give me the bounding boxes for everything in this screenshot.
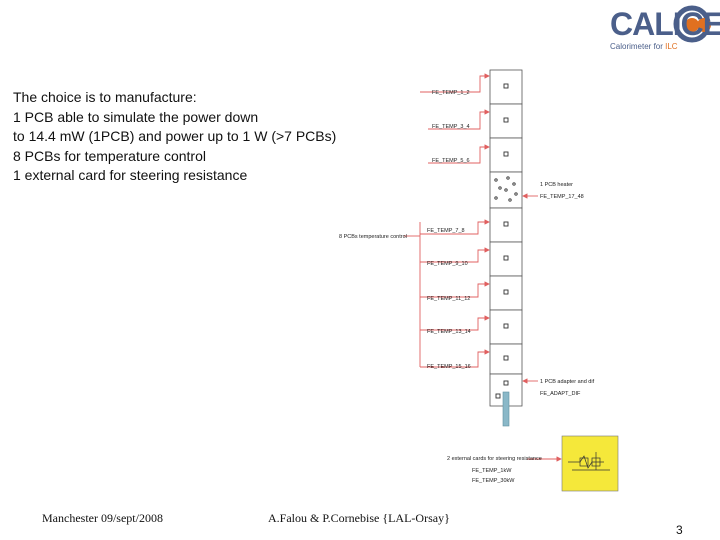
pcb-box — [489, 241, 523, 277]
pcb-label: FE_TEMP_15_16 — [427, 364, 471, 370]
group-label: 8 PCBs temperature control — [339, 234, 407, 240]
body-line: The choice is to manufacture: — [13, 89, 197, 105]
external-name: FE_TEMP_1kW — [472, 468, 512, 474]
heater-label: 1 PCB heater — [540, 182, 573, 188]
pcb-label: FE_TEMP_3_4 — [432, 124, 470, 130]
body-line: 1 PCB able to simulate the power down — [13, 108, 259, 125]
connector-icons — [494, 83, 518, 399]
pcb-label: FE_TEMP_9_10 — [427, 261, 468, 267]
external-label: 2 external cards for steering resistance — [447, 456, 542, 462]
logo-subtitle-ilc: ILC — [665, 42, 678, 51]
pcb-label: FE_TEMP_7_8 — [427, 228, 465, 234]
footer-authors: A.Falou & P.Cornebise {LAL-Orsay} — [268, 511, 450, 525]
logo-title: CALICE — [610, 6, 720, 42]
pcb-stack — [489, 69, 523, 407]
external-card — [561, 435, 619, 492]
adapter-name: FE_ADAPT_DIF — [540, 391, 581, 397]
calice-logo: CALICE Calorimeter for ILC — [606, 4, 720, 56]
pcb-box — [489, 207, 523, 243]
pcb-label: FE_TEMP_1_2 — [432, 90, 470, 96]
logo-rings-icon — [673, 5, 711, 43]
footer-venue: Manchester 09/sept/2008 — [42, 511, 163, 525]
page-number: 3 — [676, 523, 683, 537]
external-name: FE_TEMP_30kW — [472, 478, 515, 484]
pcb-label: FE_TEMP_13_14 — [427, 329, 471, 335]
body-line: 8 PCBs for temperature control — [13, 147, 206, 164]
heater-name: FE_TEMP_17_48 — [540, 194, 584, 200]
pcb-box — [489, 275, 523, 311]
logo-subtitle-main: Calorimeter for — [610, 42, 666, 51]
body-line: 1 external card for steering resistance — [13, 167, 248, 183]
heater-pcb-box — [489, 171, 523, 209]
body-text: The choice is to manufacture: 1 PCB able… — [13, 88, 336, 186]
circuit-icon — [568, 452, 610, 471]
adapter-label: 1 PCB adapter and dif — [540, 379, 595, 385]
pcb-box — [489, 309, 523, 345]
pcb-box — [489, 343, 523, 375]
pcb-label: FE_TEMP_11_12 — [427, 296, 470, 302]
cable — [502, 391, 510, 427]
pcb-box — [489, 103, 523, 139]
logo-subtitle: Calorimeter for ILC — [610, 42, 678, 51]
pcb-label: FE_TEMP_5_6 — [432, 158, 470, 164]
body-line: to 14.4 mW (1PCB) and power up to 1 W (>… — [13, 128, 337, 144]
pcb-box — [489, 69, 523, 105]
pcb-box — [489, 137, 523, 173]
pcb-arrows — [404, 73, 538, 384]
